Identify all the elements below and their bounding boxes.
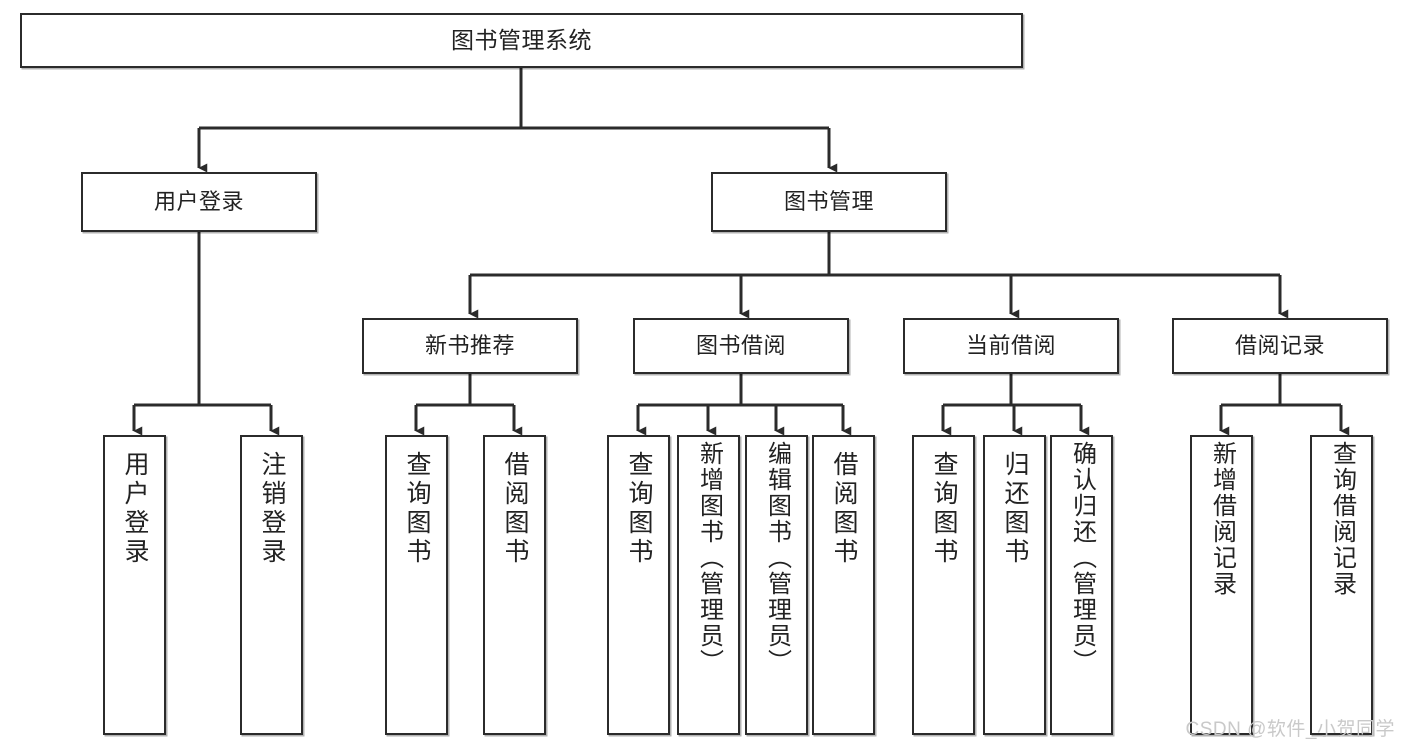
node-leaf-return-book-label: 归还图书 [1001, 451, 1029, 567]
node-leaf-user-login[interactable]: 用户登录 [103, 435, 166, 735]
node-leaf-borrow-book-1[interactable]: 借阅图书 [483, 435, 546, 735]
node-leaf-add-book[interactable]: 新增图书（管理员） [677, 435, 740, 735]
node-leaf-query-book-3-label: 查询图书 [930, 451, 958, 567]
node-leaf-query-book-2[interactable]: 查询图书 [607, 435, 670, 735]
node-leaf-user-logout[interactable]: 注销登录 [240, 435, 303, 735]
node-leaf-query-record-label: 查询借阅记录 [1328, 441, 1356, 597]
node-leaf-query-book-1[interactable]: 查询图书 [385, 435, 448, 735]
node-leaf-query-book-2-label: 查询图书 [625, 451, 653, 567]
node-leaf-query-record[interactable]: 查询借阅记录 [1310, 435, 1373, 735]
node-root[interactable]: 图书管理系统 [20, 13, 1023, 68]
node-new-book-rec-label: 新书推荐 [424, 332, 515, 358]
node-borrow-record-label: 借阅记录 [1234, 332, 1325, 358]
node-book-borrow[interactable]: 图书借阅 [633, 318, 849, 374]
node-leaf-return-book[interactable]: 归还图书 [983, 435, 1046, 735]
node-leaf-confirm-return[interactable]: 确认归还（管理员） [1050, 435, 1113, 735]
csdn-watermark: CSDN @软件_小贺同学 [1185, 719, 1395, 740]
node-current-borrow-label: 当前借阅 [965, 332, 1056, 358]
node-leaf-add-record[interactable]: 新增借阅记录 [1190, 435, 1253, 735]
node-user-login-label: 用户登录 [153, 188, 244, 214]
node-leaf-user-logout-label: 注销登录 [258, 451, 286, 567]
node-leaf-borrow-book-2[interactable]: 借阅图书 [812, 435, 875, 735]
node-leaf-add-record-label: 新增借阅记录 [1208, 441, 1236, 597]
node-book-borrow-label: 图书借阅 [695, 332, 786, 358]
node-leaf-borrow-book-2-label: 借阅图书 [830, 451, 858, 567]
node-leaf-edit-book-label: 编辑图书（管理员） [763, 441, 791, 675]
node-root-label: 图书管理系统 [451, 26, 592, 53]
node-leaf-query-book-3[interactable]: 查询图书 [912, 435, 975, 735]
node-leaf-query-book-1-label: 查询图书 [403, 451, 431, 567]
node-current-borrow[interactable]: 当前借阅 [903, 318, 1119, 374]
node-user-login[interactable]: 用户登录 [81, 172, 317, 232]
node-book-manage[interactable]: 图书管理 [711, 172, 947, 232]
node-book-manage-label: 图书管理 [783, 188, 874, 214]
node-leaf-edit-book[interactable]: 编辑图书（管理员） [745, 435, 808, 735]
node-new-book-rec[interactable]: 新书推荐 [362, 318, 578, 374]
node-leaf-add-book-label: 新增图书（管理员） [695, 441, 723, 675]
node-leaf-confirm-return-label: 确认归还（管理员） [1068, 441, 1096, 675]
node-leaf-user-login-label: 用户登录 [121, 451, 149, 567]
node-borrow-record[interactable]: 借阅记录 [1172, 318, 1388, 374]
node-leaf-borrow-book-1-label: 借阅图书 [501, 451, 529, 567]
